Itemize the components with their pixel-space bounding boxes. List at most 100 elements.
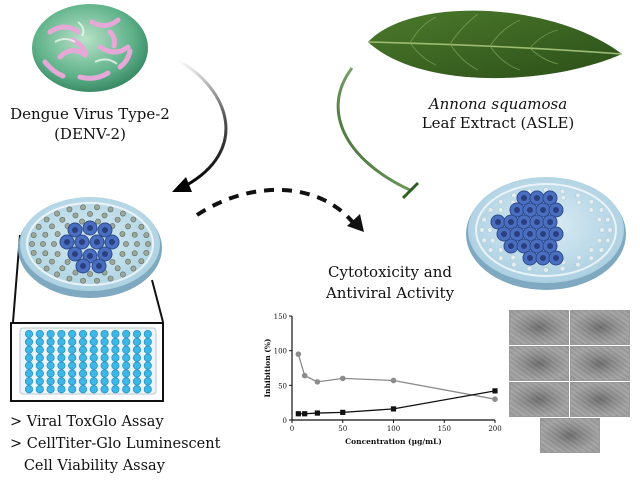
plate-well bbox=[132, 369, 142, 378]
plate-well bbox=[35, 345, 44, 354]
virus-dot bbox=[42, 250, 49, 257]
data-point bbox=[340, 409, 346, 415]
y-tick-label: 150 bbox=[274, 313, 287, 321]
plate-well bbox=[89, 353, 98, 362]
x-tick-label: 150 bbox=[438, 425, 451, 433]
clear-dot bbox=[575, 261, 581, 268]
clear-dot bbox=[588, 255, 594, 261]
plate-well bbox=[46, 345, 55, 354]
plate-well bbox=[100, 345, 109, 354]
virus-dot bbox=[66, 275, 73, 282]
data-point bbox=[492, 388, 498, 394]
clear-dot bbox=[598, 247, 605, 253]
plate-well bbox=[35, 377, 44, 386]
plate-well bbox=[24, 337, 34, 346]
plate-well bbox=[100, 385, 109, 394]
virus-dot bbox=[94, 277, 100, 284]
plate-well bbox=[46, 385, 55, 394]
plate-well bbox=[24, 377, 34, 386]
plate-well bbox=[78, 353, 88, 362]
virus-dot bbox=[143, 232, 150, 239]
plate-well bbox=[132, 345, 142, 354]
virus-dot bbox=[43, 216, 50, 223]
cell-nucleus bbox=[521, 219, 527, 225]
plate-well bbox=[111, 345, 120, 354]
cell-nucleus bbox=[96, 263, 102, 269]
virus-dot bbox=[119, 251, 126, 257]
virus-dot bbox=[51, 241, 57, 247]
cell-nucleus bbox=[540, 231, 546, 237]
cell-nucleus bbox=[79, 239, 85, 245]
plate-well bbox=[132, 353, 142, 362]
plate-well bbox=[111, 353, 120, 362]
cell-nucleus bbox=[527, 207, 533, 213]
plate-well bbox=[111, 329, 120, 339]
cell-nucleus bbox=[109, 239, 115, 245]
virus-dot bbox=[54, 271, 60, 278]
cell-nucleus bbox=[87, 253, 93, 259]
cell-nucleus bbox=[102, 227, 108, 233]
plate-well bbox=[68, 329, 77, 339]
cell-nucleus bbox=[540, 255, 546, 261]
cell-nucleus bbox=[72, 227, 78, 233]
cell-nucleus bbox=[527, 255, 533, 261]
plate-well bbox=[89, 369, 98, 378]
virus-dot bbox=[59, 216, 66, 223]
cell-nucleus bbox=[534, 219, 540, 225]
plate-well bbox=[89, 361, 98, 370]
virus-dot bbox=[72, 212, 79, 219]
clear-dot bbox=[607, 227, 613, 233]
dashed-transfer-arrow bbox=[195, 188, 357, 227]
plate-well bbox=[24, 345, 34, 354]
plate-well bbox=[24, 353, 34, 362]
plate-well bbox=[24, 369, 34, 378]
cell-nucleus bbox=[87, 225, 93, 231]
series-line-0 bbox=[297, 353, 496, 400]
data-point bbox=[295, 351, 302, 357]
x-axis-label: Concentration (µg/mL) bbox=[345, 437, 442, 446]
y-tick-label: 0 bbox=[283, 417, 287, 425]
plate-well bbox=[24, 385, 34, 394]
plate-well bbox=[68, 369, 77, 378]
x-tick-label: 0 bbox=[290, 425, 294, 433]
x-tick-label: 50 bbox=[338, 425, 347, 433]
plate-well bbox=[46, 353, 55, 362]
microscopy-image-2 bbox=[570, 310, 630, 345]
plate-well bbox=[111, 337, 120, 346]
virus-dot bbox=[30, 249, 37, 256]
microscopy-image-6 bbox=[570, 382, 630, 417]
plate-well bbox=[68, 345, 77, 354]
virus-dot bbox=[114, 216, 121, 223]
clear-dot bbox=[487, 227, 493, 233]
plate-well bbox=[122, 353, 131, 362]
plate-well bbox=[68, 377, 77, 386]
clear-dot bbox=[588, 247, 595, 253]
plate-well bbox=[35, 329, 44, 339]
plate-well bbox=[46, 369, 55, 378]
dashed-arrowhead bbox=[347, 214, 364, 232]
virus-dot bbox=[131, 231, 138, 238]
virus-dot bbox=[123, 241, 129, 247]
cell-nucleus bbox=[514, 207, 520, 213]
virus-dot bbox=[35, 223, 42, 230]
virus-dot bbox=[143, 249, 150, 256]
virus-dot bbox=[72, 269, 79, 276]
data-point bbox=[390, 406, 397, 412]
virus-label-line2: (DENV-2) bbox=[54, 125, 126, 143]
protected-cells bbox=[479, 187, 613, 273]
y-tick-label: 50 bbox=[278, 382, 287, 390]
plate-well bbox=[89, 329, 98, 339]
virus-dot bbox=[59, 265, 66, 272]
virus-to-dish-arrow bbox=[177, 58, 228, 188]
cell-nucleus bbox=[527, 231, 533, 237]
microscopy-image-1 bbox=[509, 310, 569, 345]
clear-dot bbox=[598, 207, 605, 213]
cell-nucleus bbox=[64, 239, 70, 245]
cell-nucleus bbox=[72, 251, 78, 257]
plate-well bbox=[132, 377, 142, 386]
virus-dot bbox=[138, 258, 145, 265]
plate-well bbox=[111, 369, 120, 378]
cell-nucleus bbox=[540, 207, 546, 213]
